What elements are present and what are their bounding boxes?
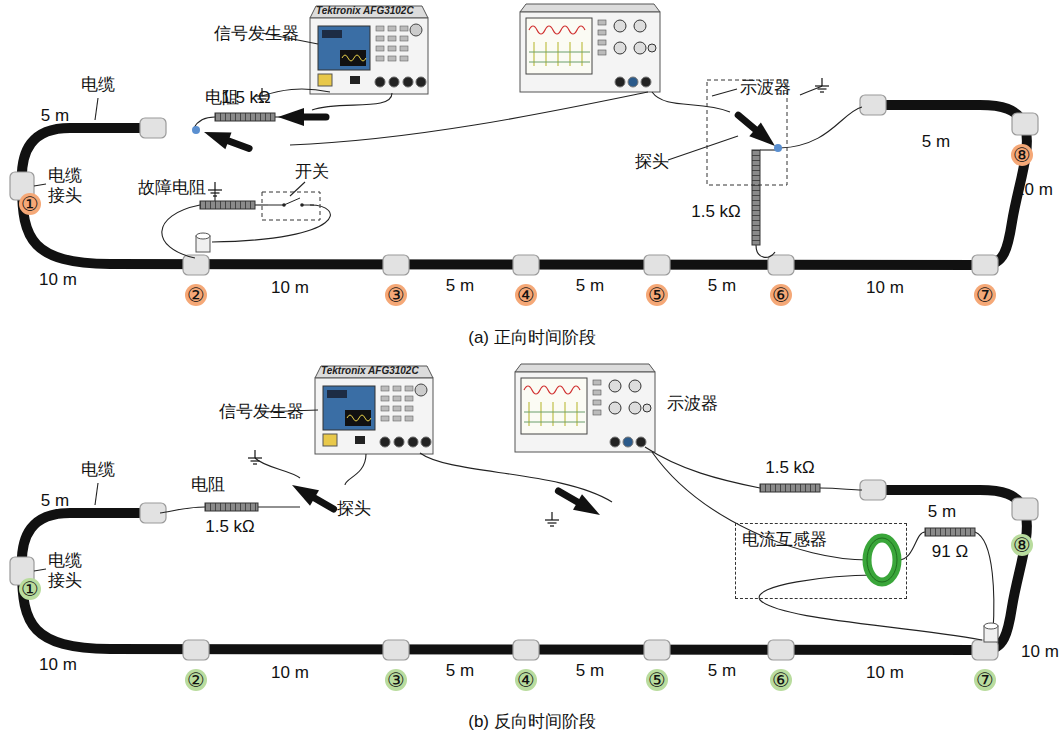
text-label: 10 m	[271, 663, 309, 683]
text-label: (a) 正向时间阶段	[468, 328, 596, 348]
oscilloscope	[515, 364, 655, 452]
wires	[34, 33, 862, 258]
text-label: 91 Ω	[932, 542, 968, 562]
text-label: 电缆	[81, 75, 115, 95]
text-label: 探头	[635, 152, 669, 172]
device-brand: Tektronix AFG3102C	[316, 5, 414, 17]
callout-number: ⑧	[1011, 534, 1033, 556]
cable-loop	[10, 95, 1038, 275]
text-label: 5 m	[922, 132, 950, 152]
text-label: 10 m	[866, 663, 904, 683]
callout-number: ④	[515, 284, 537, 306]
callout-number: ⑥	[770, 669, 792, 691]
text-label: 5 m	[446, 661, 474, 681]
callout-number: ③	[385, 284, 407, 306]
text-label: 5 m	[576, 661, 604, 681]
ground-symbol	[248, 450, 559, 526]
callout-number: ⑤	[646, 669, 668, 691]
ground-symbol	[208, 78, 829, 196]
text-label: 10 m	[866, 278, 904, 298]
probe-tip	[192, 126, 782, 152]
callout-number: ①	[19, 578, 41, 600]
callout-number: ②	[185, 284, 207, 306]
signal-generator	[315, 366, 433, 454]
cable-loop	[10, 480, 1038, 660]
text-label: 电缆接头	[48, 551, 84, 590]
callout-number: ①	[19, 193, 41, 215]
device-label: 示波器	[667, 394, 718, 414]
callout-number: ⑦	[974, 284, 996, 306]
text-label: 1.5 kΩ	[205, 517, 255, 537]
oscilloscope	[520, 4, 660, 92]
text-label: 故障电阻	[138, 178, 206, 198]
terminal-cylinder	[984, 623, 998, 642]
probe-symbol	[288, 477, 605, 523]
callout-number: ⑧	[1011, 144, 1033, 166]
text-label: 10 m	[271, 278, 309, 298]
wires	[160, 410, 994, 640]
current-transformer	[867, 538, 897, 582]
text-label: 电缆	[81, 460, 115, 480]
text-label: 10 m	[1015, 180, 1053, 200]
text-label: 5 m	[576, 276, 604, 296]
text-label: 1.5 kΩ	[691, 202, 741, 222]
text-label: 10 m	[39, 655, 77, 675]
device-box: 示波器	[520, 4, 660, 92]
text-label: 电阻	[191, 475, 225, 495]
callout-number: ⑥	[770, 284, 792, 306]
text-label: 5 m	[708, 661, 736, 681]
text-label: 电缆接头	[48, 166, 84, 205]
text-label: 开关	[295, 162, 329, 182]
text-label: 1.5 kΩ	[765, 458, 815, 478]
text-label: 探头	[337, 499, 371, 519]
device-label: 信号发生器	[214, 24, 299, 44]
device-label: 信号发生器	[219, 402, 304, 422]
callout-number: ⑦	[974, 669, 996, 691]
probe-symbol	[201, 108, 781, 157]
callout-number: ②	[185, 669, 207, 691]
callout-number: ④	[515, 669, 537, 691]
text-label: 5 m	[41, 106, 69, 126]
terminal-cylinder	[196, 233, 210, 252]
text-label: (b) 反向时间阶段	[468, 712, 596, 732]
text-label: 5 m	[708, 276, 736, 296]
transformer-box: 电流互感器	[735, 523, 907, 599]
resistor-symbol	[205, 484, 975, 536]
callout-number: ⑤	[646, 284, 668, 306]
signal-generator	[310, 6, 428, 94]
device-box: 示波器	[515, 364, 655, 452]
text-label: 1.5 kΩ	[221, 88, 271, 108]
resistor-symbol	[200, 113, 760, 245]
text-label: 10 m	[1021, 642, 1059, 662]
device-brand: Tektronix AFG3102C	[321, 365, 419, 377]
text-label: 5 m	[446, 276, 474, 296]
callout-number: ③	[385, 669, 407, 691]
text-label: 5 m	[41, 491, 69, 511]
device-box: Tektronix AFG3102C信号发生器	[310, 6, 428, 94]
component-label: 电流互感器	[742, 530, 827, 550]
device-box: Tektronix AFG3102C信号发生器	[315, 366, 433, 454]
text-label: 10 m	[39, 270, 77, 290]
text-label: 5 m	[928, 502, 956, 522]
device-label: 示波器	[740, 78, 791, 98]
switch-symbol	[262, 192, 320, 220]
